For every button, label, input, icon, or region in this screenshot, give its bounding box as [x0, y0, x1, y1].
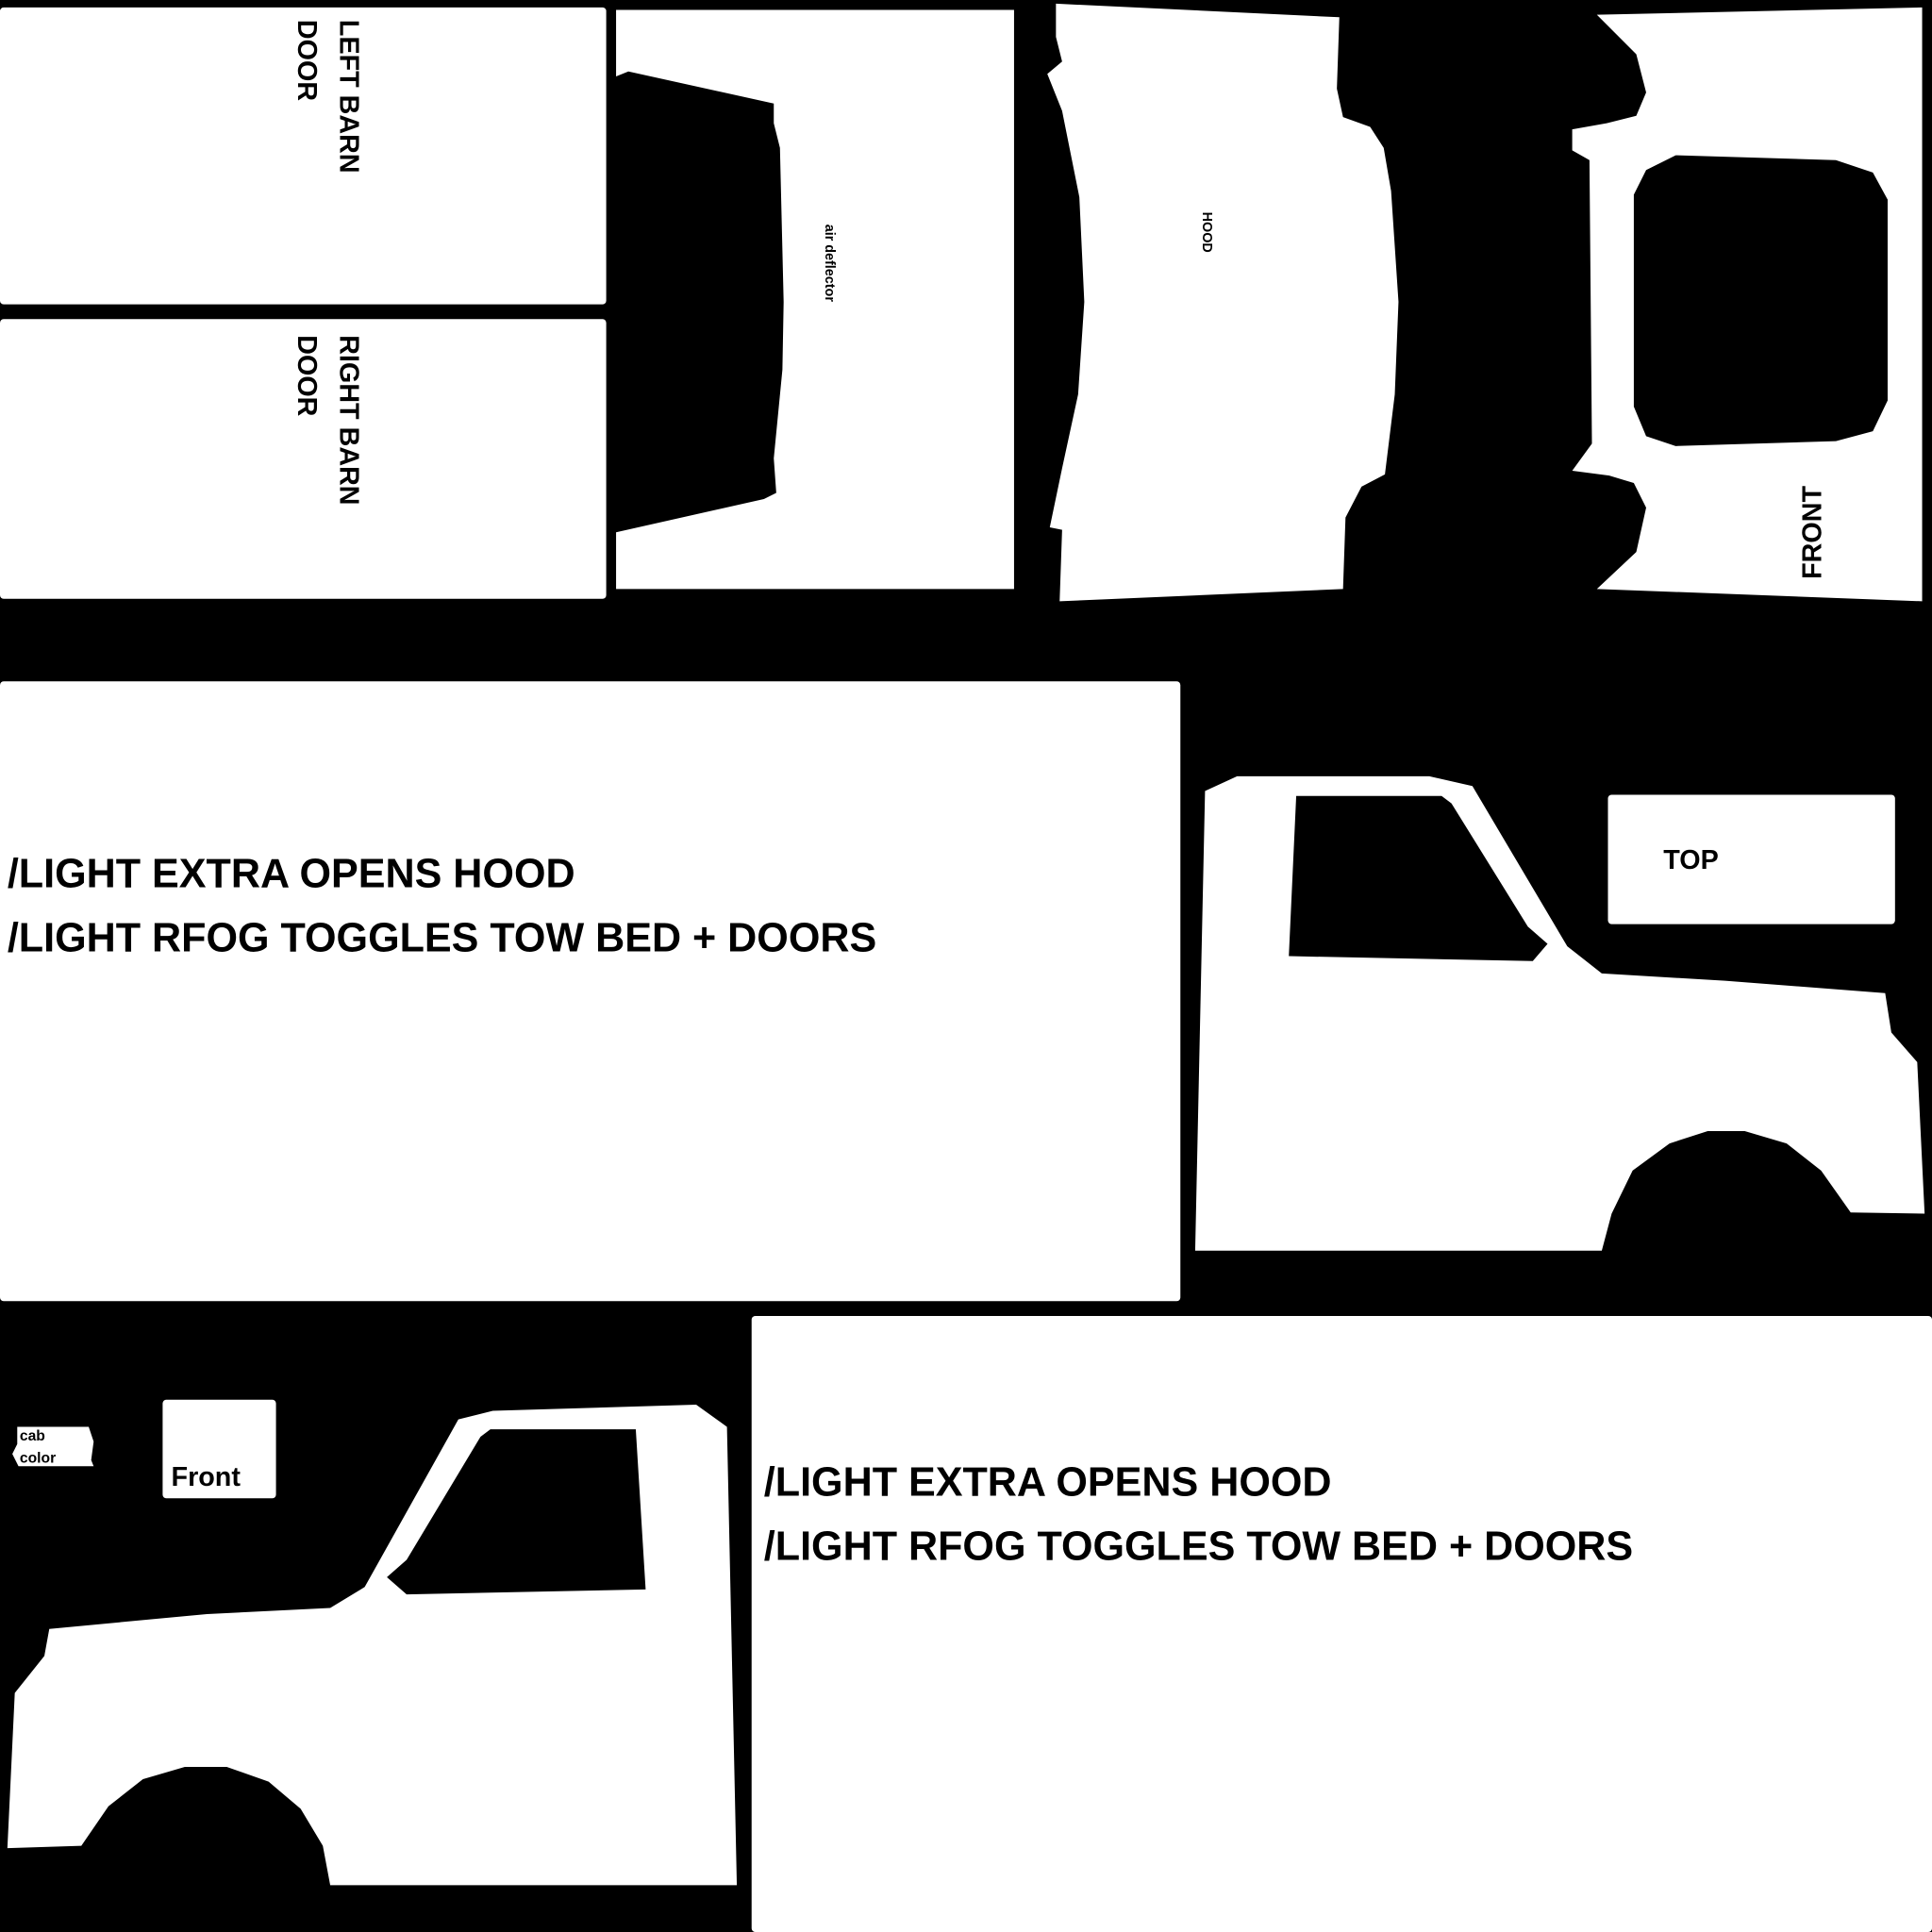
air-deflector-panel: air deflector — [616, 9, 1014, 590]
left-barn-door-panel: LEFT BARN DOOR — [0, 7, 607, 305]
upper-instruction-1: /LIGHT EXTRA OPENS HOOD — [8, 851, 575, 896]
cab-color-label-1: cab — [20, 1428, 45, 1444]
left-barn-door-label-2: DOOR — [291, 20, 322, 101]
cab-left-side-panel — [7, 1404, 738, 1886]
air-deflector-label: air deflector — [822, 225, 837, 303]
cab-right-side-panel — [1194, 775, 1925, 1251]
front-grille-panel: FRONT — [1572, 7, 1923, 602]
top-panel: TOP — [1607, 794, 1895, 924]
lower-instructions-panel: /LIGHT EXTRA OPENS HOOD /LIGHT RFOG TOGG… — [751, 1315, 1932, 1932]
lower-instruction-1: /LIGHT EXTRA OPENS HOOD — [764, 1460, 1332, 1506]
right-barn-door-panel: RIGHT BARN DOOR — [0, 319, 607, 599]
upper-instructions-panel: /LIGHT EXTRA OPENS HOOD /LIGHT RFOG TOGG… — [0, 681, 1181, 1302]
hood-panel: HOOD — [1047, 3, 1399, 602]
hood-label: HOOD — [1199, 212, 1214, 253]
left-barn-door-label-1: LEFT BARN — [333, 20, 363, 174]
top-label: TOP — [1663, 845, 1719, 875]
front-small-label: Front — [172, 1462, 242, 1492]
right-barn-door-label-2: DOOR — [291, 335, 322, 416]
cab-color-swatch: cab color — [12, 1426, 94, 1466]
right-barn-door-label-1: RIGHT BARN — [333, 335, 363, 505]
front-grille-label: FRONT — [1797, 486, 1827, 579]
front-small-panel: Front — [162, 1399, 276, 1499]
upper-instruction-2: /LIGHT RFOG TOGGLES TOW BED + DOORS — [8, 915, 876, 960]
cab-color-label-2: color — [20, 1450, 56, 1466]
lower-instruction-2: /LIGHT RFOG TOGGLES TOW BED + DOORS — [764, 1524, 1633, 1570]
